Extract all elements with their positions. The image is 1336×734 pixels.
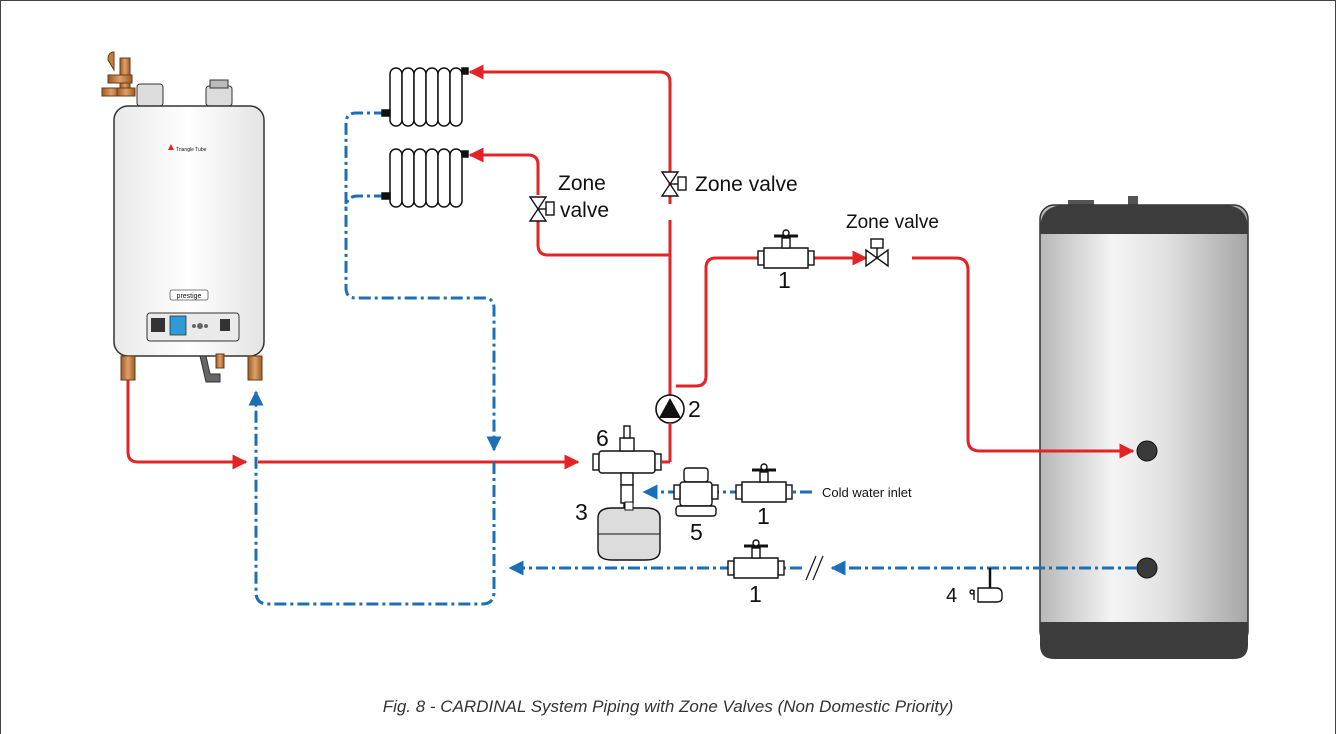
item-number-1-supply: 1 bbox=[778, 267, 791, 293]
circulator-pump-icon bbox=[655, 394, 685, 424]
radiator-lower bbox=[381, 148, 469, 208]
ball-valve-cold-inlet-icon bbox=[735, 463, 793, 503]
zone-valve-dhw-label: Zone valve bbox=[846, 212, 939, 233]
item-number-5: 5 bbox=[690, 519, 703, 545]
ball-valve-supply-icon bbox=[757, 229, 815, 269]
return-piping bbox=[248, 111, 1137, 606]
ball-valve-return-icon bbox=[727, 539, 785, 579]
cold-water-inlet-label: Cold water inlet bbox=[822, 485, 912, 500]
pressure-reducing-valve-icon bbox=[673, 467, 719, 517]
zone-valve-left-label-line1: Zone bbox=[558, 172, 606, 195]
item-number-1-return: 1 bbox=[749, 581, 762, 607]
zone-valve-left-label-line2: valve bbox=[560, 199, 609, 222]
item-number-6: 6 bbox=[596, 425, 609, 451]
pipe-break-symbol bbox=[805, 555, 824, 581]
expansion-tank-icon bbox=[597, 501, 661, 561]
item-number-2: 2 bbox=[688, 396, 701, 422]
supply-piping bbox=[126, 64, 1135, 470]
boiler-logo: Triangle Tube bbox=[176, 147, 207, 153]
drain-valve-icon bbox=[969, 568, 1003, 603]
boiler-brand: prestige bbox=[177, 293, 202, 300]
item-number-4: 4 bbox=[946, 585, 957, 607]
figure-caption: Fig. 8 - CARDINAL System Piping with Zon… bbox=[383, 697, 954, 716]
zone-valve-dhw-icon bbox=[865, 238, 889, 268]
zone-valve-upper-label: Zone valve bbox=[695, 173, 798, 196]
boiler: Triangle Tube prestige bbox=[101, 51, 265, 383]
item-number-1-cold: 1 bbox=[757, 503, 770, 529]
radiator-upper bbox=[381, 67, 469, 127]
indirect-tank bbox=[1039, 196, 1249, 659]
item-number-3: 3 bbox=[575, 499, 588, 525]
zone-valve-upper-icon bbox=[660, 171, 687, 197]
air-separator-icon bbox=[592, 425, 662, 486]
zone-valve-left-icon bbox=[528, 196, 555, 222]
